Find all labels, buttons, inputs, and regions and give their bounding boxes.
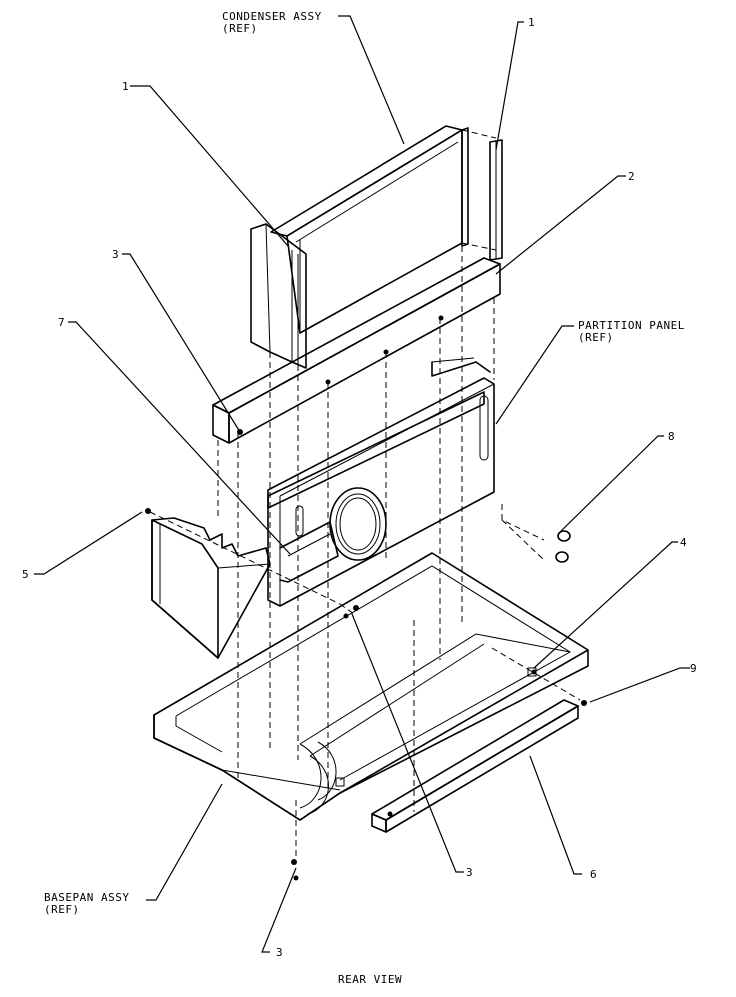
partition-ref-label: (REF) xyxy=(578,331,614,344)
partition-panel xyxy=(267,357,495,607)
callout-2: 2 xyxy=(628,170,635,183)
callout-3-bottom: 3 xyxy=(276,946,283,959)
part-6-bottom-rail xyxy=(371,699,579,833)
callout-9: 9 xyxy=(690,662,697,675)
leader-lines xyxy=(34,15,690,953)
screws xyxy=(145,315,587,881)
callout-1-right: 1 xyxy=(528,16,535,29)
part-5-side-panel xyxy=(151,517,271,659)
callout-5: 5 xyxy=(22,568,29,581)
partition-panel-label: PARTITION PANEL xyxy=(578,319,685,332)
callout-3-mid: 3 xyxy=(466,866,473,879)
callout-4: 4 xyxy=(680,536,687,549)
condenser-ref-label: (REF) xyxy=(222,22,258,35)
basepan-assembly xyxy=(153,552,589,821)
callout-8: 8 xyxy=(668,430,675,443)
callout-7: 7 xyxy=(58,316,65,329)
alignment-lines xyxy=(149,246,581,860)
basepan-ref-label: (REF) xyxy=(44,903,80,916)
text-labels: CONDENSER ASSY (REF) PARTITION PANEL (RE… xyxy=(22,10,697,986)
callout-3-left: 3 xyxy=(112,248,119,261)
part-2-top-rail xyxy=(212,257,501,444)
callout-6: 6 xyxy=(590,868,597,881)
basepan-assy-label: BASEPAN ASSY xyxy=(44,891,129,904)
part-1-left-bracket xyxy=(250,223,307,369)
condenser-assy-label: CONDENSER ASSY xyxy=(222,10,322,23)
callout-1-left: 1 xyxy=(122,80,129,93)
part-8-grommets xyxy=(501,504,571,563)
view-title: REAR VIEW xyxy=(338,973,402,986)
